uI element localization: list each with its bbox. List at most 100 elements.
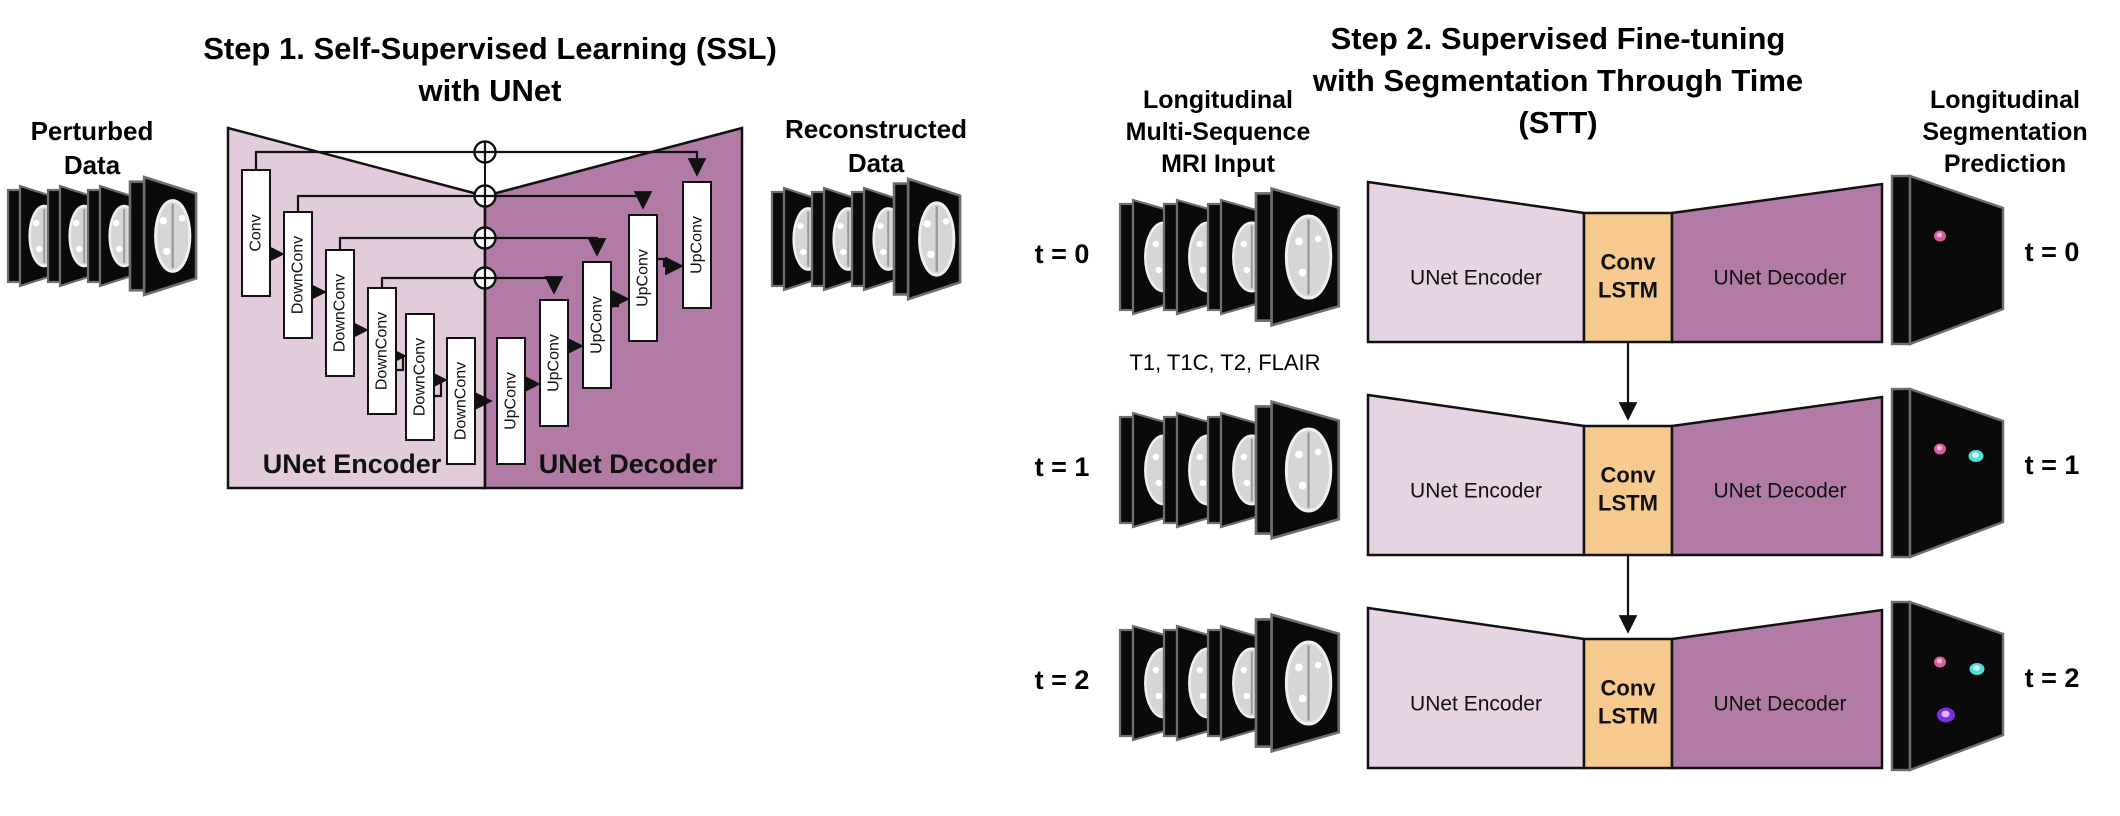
encoder-box-3: DownConv [367, 287, 397, 415]
decoder-elbow-arrow-2 [611, 289, 630, 309]
decoder-box-1-label: UpConv [546, 334, 563, 392]
mri-slab [128, 175, 198, 297]
brain-spot [1298, 481, 1307, 490]
pred-slab-spine [1890, 600, 1912, 772]
brain-spot [1152, 453, 1159, 461]
brain-spot [33, 219, 40, 227]
conv-lstm-label-line2: LSTM [1598, 491, 1658, 516]
encoder-box-1-rect [283, 211, 313, 339]
mri-slab [1254, 612, 1341, 754]
encoder-elbow-arrow-4 [429, 370, 448, 398]
skip-concat-plus-icon [473, 266, 497, 290]
conv-lstm-label-line1: Conv [1601, 463, 1657, 488]
brain-spot [1314, 448, 1322, 456]
segmentation-prediction-slab-t1 [1890, 387, 2005, 559]
mri-input-header-line1: Longitudinal [1143, 86, 1293, 114]
brain-spot [73, 219, 80, 227]
encoder-box-5-rect [446, 337, 476, 465]
brain-spot [1155, 479, 1162, 487]
step2-title-line2: with Segmentation Through Time [1312, 63, 1804, 98]
stt-unet-encoder [1366, 606, 1586, 770]
perturbed-line1: Perturbed [30, 116, 154, 146]
decoder-box-2-label: UpConv [589, 296, 606, 354]
brain-spot [1295, 663, 1303, 672]
brain-spot [163, 247, 171, 256]
encoder-box-5: DownConv [446, 337, 476, 465]
decoder-elbow-arrow-3 [657, 256, 684, 276]
decoder-box-4-rect [682, 181, 712, 309]
stt-unet-decoder [1670, 395, 1884, 557]
encoder-elbow-arrow-2 [350, 320, 369, 340]
pink-lesion-dot-core [1936, 658, 1943, 664]
time-label-left-t0: t = 0 [1034, 239, 1090, 269]
brain-spot [923, 219, 932, 228]
mri-slab [1254, 399, 1341, 541]
time-label-right-t0: t = 0 [2024, 237, 2080, 267]
brain-spot [1298, 268, 1307, 277]
skip-concat-plus-icon [473, 140, 497, 164]
seg-header-line1: Longitudinal [1930, 86, 2080, 114]
brain-spot [1298, 694, 1307, 703]
brain-spot [1196, 666, 1203, 674]
decoder-box-4-label: UpConv [689, 216, 706, 274]
encoder-box-3-label: DownConv [374, 312, 391, 390]
pink-lesion-dot-core [1936, 445, 1943, 451]
mri-input-header: Longitudinal Multi-Sequence MRI Input [1098, 84, 1338, 180]
slab-spine [1162, 628, 1179, 738]
stt-decoder-label: UNet Decoder [1713, 267, 1846, 290]
brain-spot [1199, 266, 1206, 274]
encoder-box-2: DownConv [325, 249, 355, 377]
skip-concat-plus-icon [473, 184, 497, 208]
slab-spine [128, 180, 146, 292]
decoder-box-3-rect [628, 214, 658, 342]
brain-spot [837, 222, 844, 230]
reconstructed-line2: Data [847, 148, 905, 178]
brain-spot [116, 245, 123, 253]
unet-encoder-region-label: UNet Encoder [263, 449, 442, 479]
encoder-box-1-label: DownConv [290, 236, 307, 314]
cyan-lesion-dot-core [1973, 665, 1980, 671]
perturbed-data-stack [6, 175, 198, 297]
brain-spot [1152, 666, 1159, 674]
step2-title-line1: Step 2. Supervised Fine-tuning [1330, 21, 1786, 56]
encoder-box-5-label: DownConv [453, 362, 470, 440]
encoder-box-0-label: Conv [248, 214, 265, 251]
brain-spot [1196, 240, 1203, 248]
reconstructed-data-label: Reconstructed Data [766, 112, 986, 180]
slab-spine [892, 182, 910, 296]
stt-decoder-label: UNet Decoder [1713, 693, 1846, 716]
brain-spot [113, 219, 120, 227]
time-label-left-t2: t = 2 [1034, 665, 1090, 695]
stt-unet-decoder [1670, 608, 1884, 770]
segmentation-prediction-slab-t2 [1890, 600, 2005, 772]
pred-slab-face [1908, 387, 2005, 559]
slab-spine [1254, 618, 1273, 748]
stt-encoder-label: UNet Encoder [1410, 267, 1542, 290]
pink-lesion-dot-core [1936, 232, 1943, 238]
encoder-box-4-rect [405, 313, 435, 441]
slab-spine [1162, 415, 1179, 525]
unet-decoder-region-label: UNet Decoder [539, 449, 718, 479]
conv-lstm-label-line1: Conv [1601, 676, 1657, 701]
encoder-elbow-arrow-3 [388, 346, 407, 372]
segmentation-prediction-slab-t0 [1890, 174, 2005, 346]
time-label-right-t2: t = 2 [2024, 663, 2080, 693]
brain-spot [942, 217, 950, 225]
brain-spot [927, 250, 935, 259]
mri-input-stack-t0 [1118, 186, 1341, 328]
stt-unet-decoder [1670, 182, 1884, 344]
pred-slab-spine [1890, 387, 1912, 559]
stt-encoder-label: UNet Encoder [1410, 693, 1542, 716]
brain-spot [1199, 692, 1206, 700]
mri-modalities-caption: T1, T1C, T2, FLAIR [1129, 350, 1321, 375]
slab-spine [1206, 415, 1223, 525]
purple-lesion-dot-core [1941, 710, 1950, 718]
slab-spine [1206, 202, 1223, 312]
slab-spine [1254, 192, 1273, 322]
brain-spot [880, 248, 887, 256]
stt-decoder-label: UNet Decoder [1713, 480, 1846, 503]
brain-spot [797, 222, 804, 230]
